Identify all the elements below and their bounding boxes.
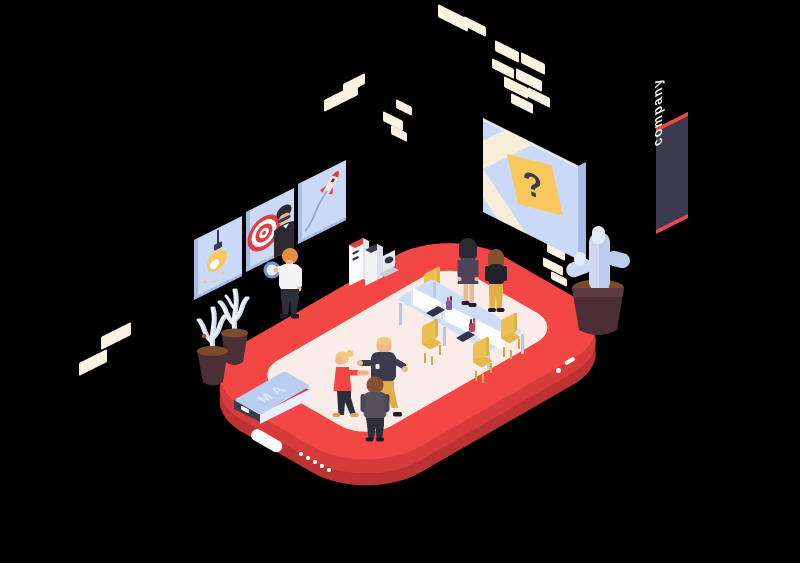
hair <box>366 376 384 394</box>
pot-soil <box>221 328 248 338</box>
handshake-woman <box>332 350 369 417</box>
pot-soil <box>197 346 228 356</box>
chair-leg <box>482 374 485 383</box>
picture-rocket <box>298 159 346 244</box>
pants <box>489 284 503 309</box>
rocket <box>320 170 340 195</box>
pen <box>473 318 475 323</box>
hair <box>282 248 298 264</box>
banner-label-wrap: company <box>650 75 688 234</box>
chair-leg <box>510 350 513 359</box>
person-holding-mirror <box>263 248 302 319</box>
company-banner: company <box>650 75 688 234</box>
plant-pot <box>197 350 228 386</box>
chair-right-end <box>497 311 531 362</box>
bulb-ray <box>221 270 224 276</box>
chair-leg <box>490 363 493 373</box>
standing-woman-dress <box>457 238 479 307</box>
speaker-dot <box>320 464 324 468</box>
question-mark-icon: ? <box>520 162 546 208</box>
table-leg <box>433 282 436 298</box>
rocket-icon <box>304 170 340 232</box>
plant-pot <box>221 332 248 365</box>
chair-leg <box>424 353 427 363</box>
dress <box>457 258 479 284</box>
picture-target <box>246 187 294 272</box>
desk-books <box>349 238 399 286</box>
pants <box>337 391 356 415</box>
pot-rim <box>572 288 624 297</box>
peeking-man <box>274 204 294 258</box>
confetti-brick <box>79 348 107 376</box>
person-from-behind <box>360 376 390 442</box>
chair-leg <box>518 339 521 349</box>
pen <box>470 319 472 324</box>
chair-front-right <box>469 335 503 386</box>
speaker-dot <box>299 452 303 456</box>
speaker-dot <box>313 460 317 464</box>
hair <box>459 238 477 259</box>
confetti-brick <box>464 16 486 38</box>
pen-cup <box>469 323 475 332</box>
left-plants <box>196 288 250 386</box>
question-card: ? <box>507 154 563 216</box>
table-leg <box>443 327 446 346</box>
confetti-brick <box>495 40 519 64</box>
tee <box>371 352 396 382</box>
chair-leg <box>503 347 506 357</box>
berry <box>201 333 207 339</box>
cactus <box>566 226 630 292</box>
speaker-dot <box>327 468 331 472</box>
jacket <box>363 392 387 419</box>
pants <box>281 289 299 315</box>
plant-pot <box>572 288 624 335</box>
pen-cup <box>446 301 452 310</box>
table-leg <box>521 334 524 354</box>
standing-woman-pants <box>485 249 507 312</box>
chair-leg <box>439 345 442 355</box>
confetti-brick <box>492 58 514 80</box>
chair-leg <box>475 371 478 381</box>
chair-front-left <box>418 317 452 368</box>
hair <box>376 337 392 346</box>
target-icon <box>247 204 294 258</box>
top <box>488 264 504 285</box>
confetti-brick <box>101 321 131 350</box>
coral-branches <box>196 288 250 352</box>
speaker-dot <box>306 456 310 460</box>
pen <box>447 297 449 302</box>
hair-bun <box>346 350 354 357</box>
pen <box>450 296 452 301</box>
cactus-plant <box>566 226 630 335</box>
table-leg <box>399 303 402 325</box>
platform-side-dot <box>556 368 561 373</box>
pants <box>366 418 384 439</box>
shirt <box>279 264 301 291</box>
tape-holder <box>379 250 399 277</box>
confetti-brick <box>396 99 412 117</box>
banner-label: company <box>649 75 665 151</box>
chair-leg <box>431 356 434 365</box>
red-top <box>333 367 352 391</box>
